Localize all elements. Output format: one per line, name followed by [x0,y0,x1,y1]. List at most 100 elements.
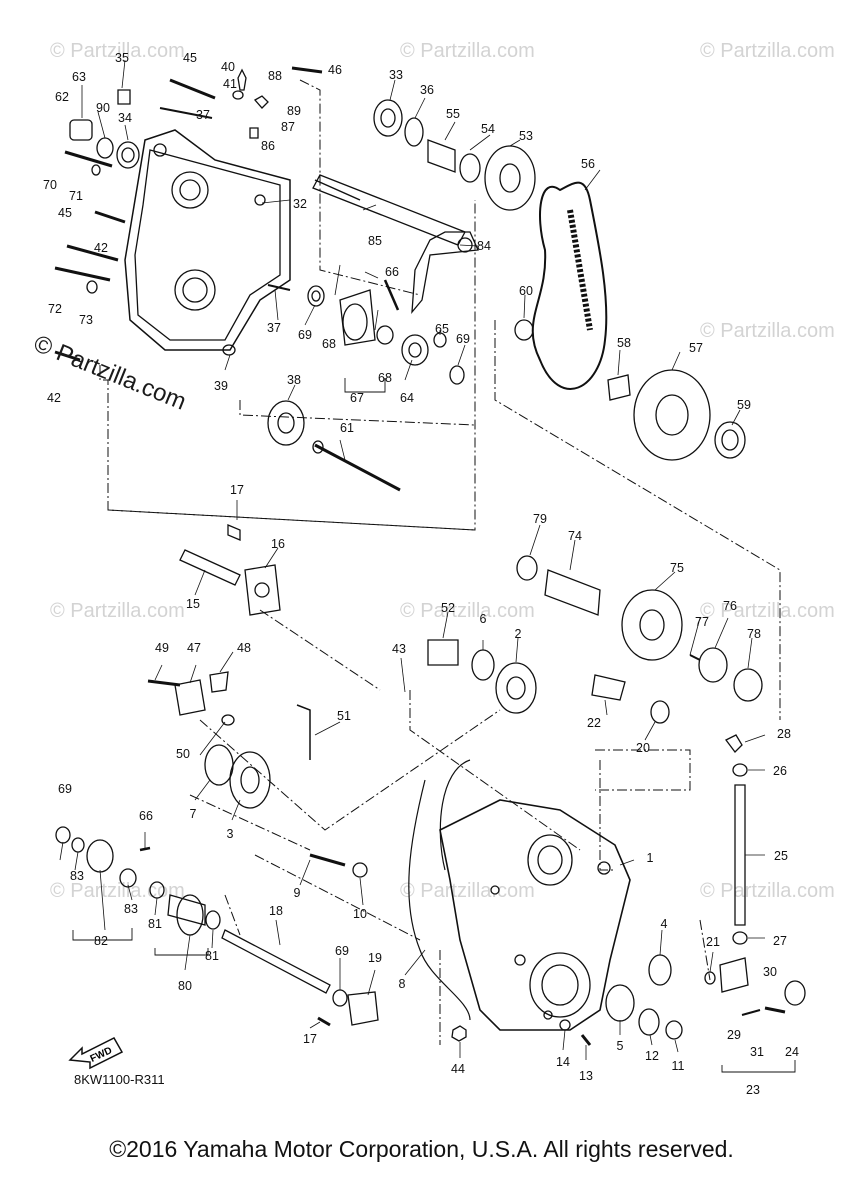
callout-53: 53 [519,129,533,143]
callout-38: 38 [287,373,301,387]
callout-60: 60 [519,284,533,298]
callout-16: 16 [271,537,285,551]
callout-29: 29 [727,1028,741,1042]
callout-88: 88 [268,69,282,83]
callout-59: 59 [737,398,751,412]
callout-6: 6 [480,612,487,626]
callout-46: 46 [328,63,342,77]
watermark: © Partzilla.com [400,40,535,62]
callout-55: 55 [446,107,460,121]
left-cover-case [124,129,291,351]
callout-71: 71 [69,189,83,203]
watermark: © Partzilla.com [400,600,535,622]
callout-80: 80 [178,979,192,993]
callout-40: 40 [221,60,235,74]
callout-13: 13 [579,1069,593,1083]
watermark: © Partzilla.com [50,40,185,62]
callout-44: 44 [451,1062,465,1076]
callout-68: 68 [378,371,392,385]
callout-54: 54 [481,122,495,136]
callout-69: 69 [456,332,470,346]
callout-8: 8 [399,977,406,991]
callout-19: 19 [368,951,382,965]
callout-64: 64 [400,391,414,405]
callout-39: 39 [214,379,228,393]
callout-48: 48 [237,641,251,655]
callout-37: 37 [267,321,281,335]
callout-51: 51 [337,709,351,723]
callout-86: 86 [261,139,275,153]
callout-31: 31 [750,1045,764,1059]
callout-2: 2 [515,627,522,641]
watermark: © Partzilla.com [400,880,535,902]
callout-15: 15 [186,597,200,611]
callout-47: 47 [187,641,201,655]
part-62 [69,119,93,141]
callout-81: 81 [205,949,219,963]
callout-35: 35 [115,51,129,65]
callout-37: 37 [196,108,210,122]
callout-69: 69 [335,944,349,958]
callout-83: 83 [124,902,138,916]
callout-34: 34 [118,111,132,125]
callout-17: 17 [230,483,244,497]
callout-78: 78 [747,627,761,641]
callout-21: 21 [706,935,720,949]
callout-62: 62 [55,90,69,104]
callout-20: 20 [636,741,650,755]
callout-57: 57 [689,341,703,355]
callout-24: 24 [785,1045,799,1059]
callout-14: 14 [556,1055,570,1069]
callout-32: 32 [293,197,307,211]
callout-4: 4 [661,917,668,931]
callout-87: 87 [281,120,295,134]
callout-9: 9 [294,886,301,900]
callout-82: 82 [94,934,108,948]
callout-25: 25 [774,849,788,863]
callout-70: 70 [43,178,57,192]
watermark: © Partzilla.com [700,880,835,902]
callout-7: 7 [190,807,197,821]
callout-89: 89 [287,104,301,118]
copyright-footer: ©2016 Yamaha Motor Corporation, U.S.A. A… [109,1136,734,1162]
callout-1: 1 [647,851,654,865]
callout-63: 63 [72,70,86,84]
callout-81: 81 [148,917,162,931]
callout-56: 56 [581,157,595,171]
callout-68: 68 [322,337,336,351]
callout-69: 69 [298,328,312,342]
callout-5: 5 [617,1039,624,1053]
callout-28: 28 [777,727,791,741]
drive-chain [531,181,608,390]
callout-79: 79 [533,512,547,526]
callout-74: 74 [568,529,582,543]
callout-26: 26 [773,764,787,778]
part-67-gear [339,289,376,346]
callout-17: 17 [303,1032,317,1046]
callout-33: 33 [389,68,403,82]
callout-12: 12 [645,1049,659,1063]
callout-10: 10 [353,907,367,921]
callout-41: 41 [223,77,237,91]
shift-fork [411,231,479,314]
callout-49: 49 [155,641,169,655]
fwd-arrow-icon: FWD [68,1037,124,1070]
callout-83: 83 [70,869,84,883]
callout-77: 77 [695,615,709,629]
callout-27: 27 [773,934,787,948]
callout-11: 11 [672,1059,685,1073]
callout-76: 76 [723,599,737,613]
callout-18: 18 [269,904,283,918]
callout-90: 90 [96,101,110,115]
callout-43: 43 [392,642,406,656]
callout-58: 58 [617,336,631,350]
callout-52: 52 [441,601,455,615]
callout-66: 66 [385,265,399,279]
watermark: © Partzilla.com [50,600,185,622]
callout-45: 45 [183,51,197,65]
callout-73: 73 [79,313,93,327]
callout-30: 30 [763,965,777,979]
callout-45: 45 [58,206,72,220]
callout-22: 22 [587,716,601,730]
